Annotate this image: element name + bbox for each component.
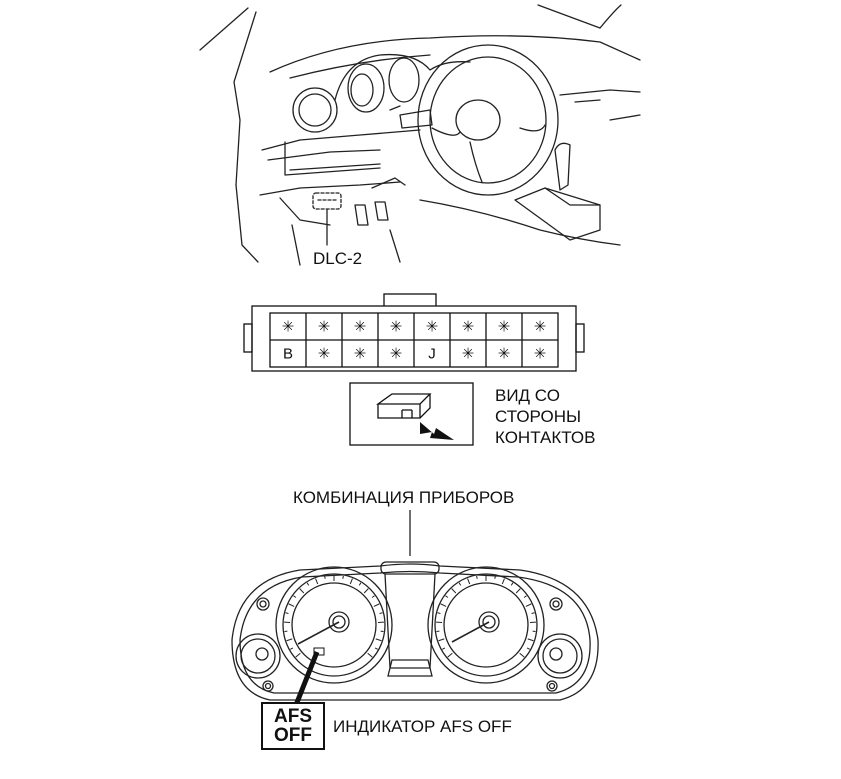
gauge-tick [306, 582, 310, 586]
gauge-tick [367, 652, 373, 658]
connector-pin-0-0: ✳ [282, 319, 295, 336]
gauge-tick [379, 612, 383, 614]
gauge-tick [494, 575, 496, 579]
afs-off-indicator-icon: AFS OFF [261, 702, 325, 750]
dlc-label: DLC-2 [313, 249, 363, 268]
gauge-tick [295, 652, 301, 658]
connector-pin-1-6: ✳ [498, 346, 511, 363]
connector-pin-0-4: ✳ [426, 319, 439, 336]
gauge-tick [501, 578, 505, 585]
connector-pin-0-5: ✳ [462, 319, 475, 336]
gauge-tick [447, 652, 453, 658]
connector-pin-1-2: ✳ [354, 346, 367, 363]
afs-box-line1: AFS [274, 706, 312, 727]
connector-pin-0-3: ✳ [390, 319, 403, 336]
cluster-label: КОМБИНАЦИЯ ПРИБОРОВ [293, 488, 515, 507]
gauge-tick [438, 638, 445, 642]
gauge-tick [526, 647, 530, 650]
gauge-tick [458, 582, 462, 586]
gauge-tick [363, 588, 369, 594]
gauge-tick [451, 588, 457, 594]
gauge-tick [290, 647, 294, 650]
gauge-tick [375, 638, 382, 642]
gauge-tick [371, 595, 375, 598]
gauge-tick [525, 603, 532, 607]
connector-pin-0-1: ✳ [318, 319, 331, 336]
gauge-tick [467, 578, 471, 585]
arrow-icon [420, 422, 454, 440]
gauge-tick [286, 638, 293, 642]
connector-pin-1-3: ✳ [390, 346, 403, 363]
gauge-tick [476, 575, 478, 579]
gauge-tick [299, 588, 305, 594]
connector-pin-1-1: ✳ [318, 346, 331, 363]
gauge-tick [442, 647, 446, 650]
indicator-label: ИНДИКАТОР AFS OFF [333, 717, 512, 736]
connector-pin-0-6: ✳ [498, 319, 511, 336]
gauge-tick [440, 603, 447, 607]
gauge-tick [523, 595, 527, 598]
view-side-line1: ВИД СО [495, 386, 560, 405]
gauge-tick [293, 595, 297, 598]
gauge-tick [358, 582, 362, 586]
gauge-tick [527, 638, 534, 642]
gauge-tick [510, 582, 514, 586]
gauge-tick [285, 612, 289, 614]
connector-pin-1-7: ✳ [534, 346, 547, 363]
afs-box-line2: OFF [274, 725, 312, 746]
gauge-tick [342, 575, 344, 579]
view-side-line3: КОНТАКТОВ [495, 428, 596, 447]
gauge-tick [531, 612, 535, 614]
gauge-tick [374, 647, 378, 650]
gauge-tick [519, 652, 525, 658]
connector-pin-1-4: J [428, 346, 436, 363]
gauge-tick [315, 578, 319, 585]
gauge-tick [373, 603, 380, 607]
connector-pin-1-5: ✳ [462, 346, 475, 363]
gauge-tick [515, 588, 521, 594]
view-side-line2: СТОРОНЫ [495, 407, 582, 426]
gauge-tick [349, 578, 353, 585]
gauge-tick [324, 575, 326, 579]
connector-pin-1-0: B [283, 346, 293, 363]
connector-pin-0-7: ✳ [534, 319, 547, 336]
gauge-tick [445, 595, 449, 598]
connector-pin-0-2: ✳ [354, 319, 367, 336]
gauge-tick [437, 612, 441, 614]
gauge-tick [288, 603, 295, 607]
